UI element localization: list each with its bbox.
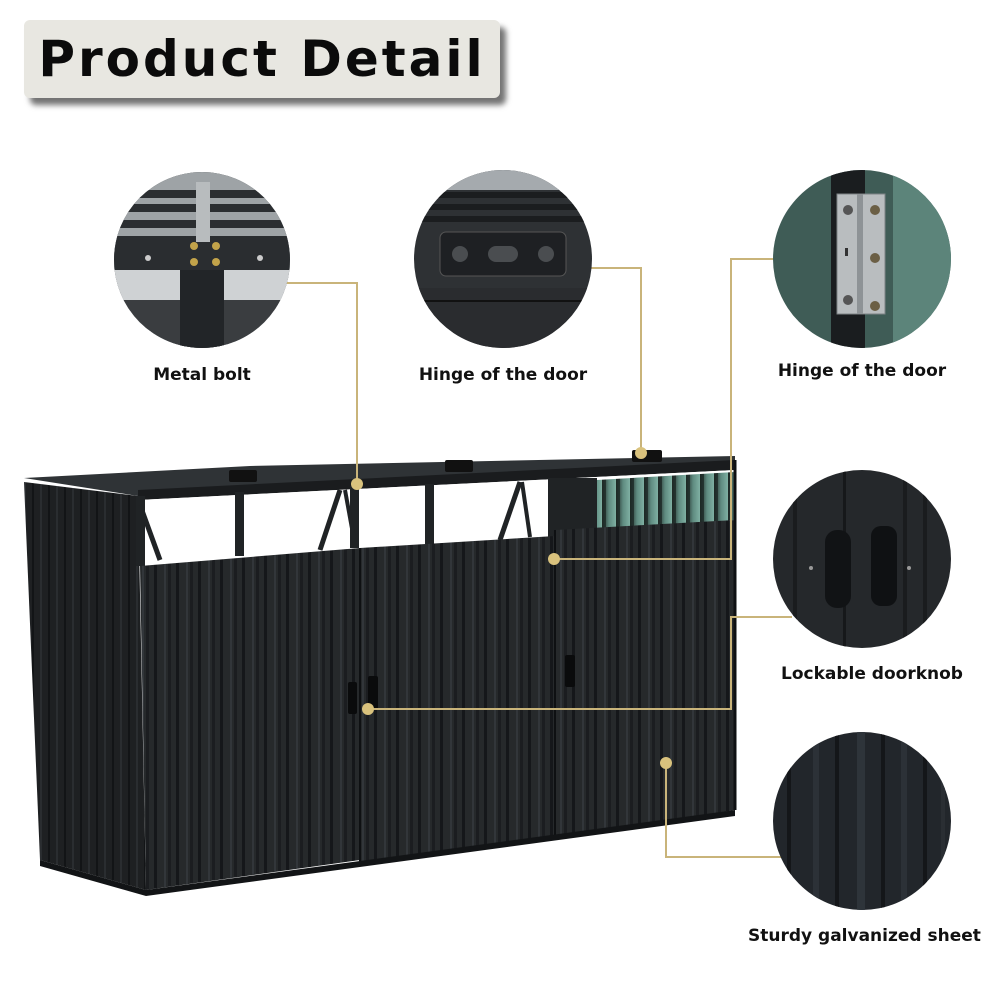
sheet-detail-image xyxy=(773,732,951,910)
callout-label-doorknob: Lockable doorknob xyxy=(781,664,963,684)
callout-dot xyxy=(660,757,672,769)
callout-line xyxy=(368,708,732,710)
callout-line xyxy=(665,856,783,858)
callout-label-sheet: Sturdy galvanized sheet xyxy=(748,926,981,946)
callout-dot xyxy=(351,478,363,490)
callout-label-metal-bolt: Metal bolt xyxy=(153,365,251,385)
callout-dot xyxy=(548,553,560,565)
callout-label-hinge-top: Hinge of the door xyxy=(418,365,588,385)
callout-line xyxy=(730,258,774,260)
callout-line xyxy=(730,616,732,710)
callout-dot xyxy=(362,703,374,715)
callout-line xyxy=(730,616,792,618)
door-hinge-detail-image xyxy=(773,170,951,348)
callout-line xyxy=(640,267,642,453)
callout-line xyxy=(730,258,732,560)
callout-line xyxy=(286,282,358,284)
page-title: Product Detail xyxy=(38,30,486,88)
callout-line xyxy=(554,558,732,560)
callout-line xyxy=(590,267,642,269)
callout-dot xyxy=(635,447,647,459)
title-banner xyxy=(24,20,500,98)
bolt-detail-image xyxy=(114,172,290,348)
lid-hinge-detail-image xyxy=(414,170,592,348)
doorknob-detail-image xyxy=(773,470,951,648)
callout-line xyxy=(356,282,358,482)
callout-label-hinge-side: Hinge of the door xyxy=(777,361,947,381)
callout-line xyxy=(665,762,667,858)
